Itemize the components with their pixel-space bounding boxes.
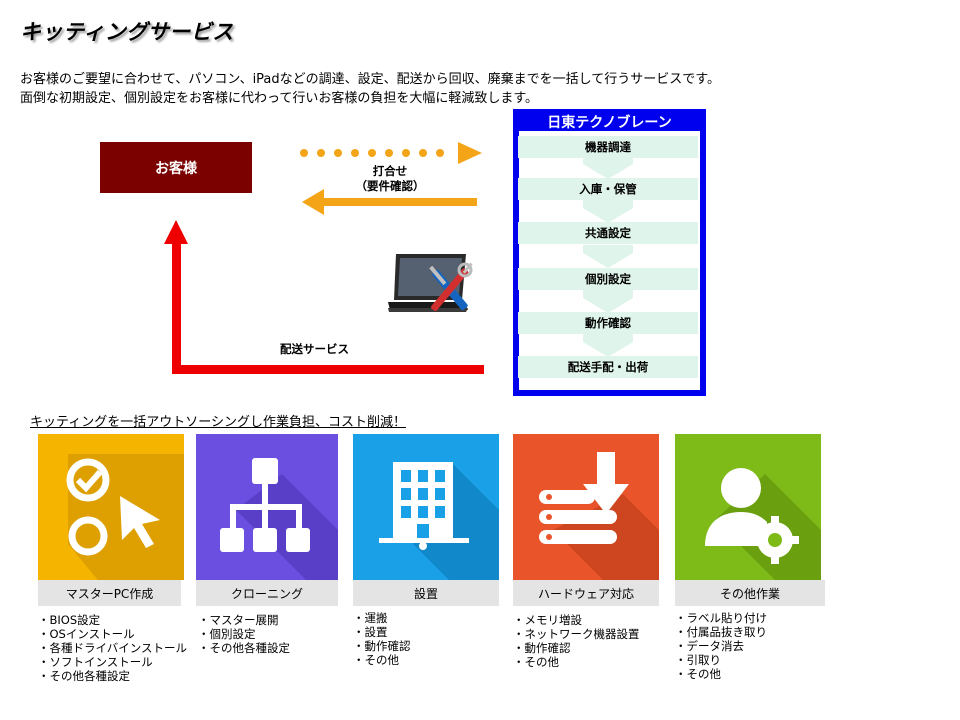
meeting-label: 打合せ: [372, 164, 408, 178]
tile-label: クローニング: [196, 580, 338, 606]
tile-label: マスターPC作成: [38, 580, 181, 606]
customer-label: お客様: [155, 160, 197, 177]
tile-installation: [353, 434, 499, 580]
list-item: ・メモリ増設: [513, 613, 582, 627]
list-item: ・設置: [353, 625, 388, 639]
list-item: ・動作確認: [353, 639, 411, 653]
list-item: ・運搬: [353, 611, 388, 625]
bullets-installation: ・運搬 ・設置 ・動作確認 ・その他: [353, 611, 411, 667]
delivery-arrow: [164, 220, 484, 374]
list-item: ・付属品抜き取り: [675, 625, 767, 639]
user-gear-icon: [675, 434, 821, 580]
tile-label: 設置: [353, 580, 499, 606]
list-item: ・ラベル貼り付け: [675, 611, 767, 625]
service-hardware: ハードウェア対応: [513, 434, 659, 606]
list-item: ・データ消去: [675, 639, 744, 653]
bullets-other: ・ラベル貼り付け ・付属品抜き取り ・データ消去 ・引取り ・その他: [675, 611, 767, 681]
page-title: キッティングサービス: [20, 20, 234, 44]
customer-box: お客様: [100, 142, 252, 193]
list-item: ・その他: [353, 653, 399, 667]
process-step: 配送手配・出荷: [518, 356, 698, 378]
company-name: 日東テクノブレーン: [547, 115, 672, 131]
check-cursor-icon: [38, 434, 184, 580]
tile-master-pc: [38, 434, 184, 580]
list-item: ・動作確認: [513, 641, 571, 655]
service-other: その他作業: [675, 434, 825, 606]
list-item: ・個別設定: [198, 627, 256, 641]
hierarchy-icon: [196, 434, 338, 580]
intro-line-1: お客様のご要望に合わせて、パソコン、iPadなどの調達、設定、配送から回収、廃棄…: [20, 72, 720, 87]
process-step: 機器調達: [518, 136, 698, 158]
process-step: 入庫・保管: [518, 178, 698, 200]
tile-label: ハードウェア対応: [513, 580, 659, 606]
bullets-master-pc: ・BIOS設定 ・OSインストール ・各種ドライバインストール ・ソフトインスト…: [38, 613, 187, 683]
process-step: 動作確認: [518, 312, 698, 334]
list-item: ・その他各種設定: [38, 669, 130, 683]
list-item: ・マスター展開: [198, 613, 279, 627]
laptop-tools-icon: [388, 254, 473, 312]
tile-other: [675, 434, 821, 580]
service-master-pc: マスターPC作成: [38, 434, 184, 606]
list-item: ・引取り: [675, 653, 721, 667]
bullets-cloning: ・マスター展開 ・個別設定 ・その他各種設定: [198, 613, 290, 655]
bullets-hardware: ・メモリ増設 ・ネットワーク機器設置 ・動作確認 ・その他: [513, 613, 640, 669]
delivery-label: 配送サービス: [280, 342, 349, 356]
list-item: ・その他: [675, 667, 721, 681]
list-item: ・その他各種設定: [198, 641, 290, 655]
outsource-headline: キッティングを一括アウトソーシングし作業負担、コスト削減！: [30, 415, 406, 430]
tile-hardware: [513, 434, 659, 580]
list-item: ・OSインストール: [38, 627, 135, 641]
list-item: ・ソフトインストール: [38, 655, 153, 669]
list-item: ・各種ドライバインストール: [38, 641, 188, 655]
building-icon: [353, 434, 499, 580]
service-installation: 設置: [353, 434, 499, 606]
process-step: 共通設定: [518, 222, 698, 244]
tile-cloning: [196, 434, 338, 580]
process-step: 個別設定: [518, 268, 698, 290]
service-cloning: クローニング: [196, 434, 338, 606]
list-item: ・その他: [513, 655, 559, 669]
dotted-arrow-right: [300, 142, 482, 164]
server-download-icon: [513, 434, 659, 580]
intro-line-2: 面倒な初期設定、個別設定をお客様に代わって行いお客様の負担を大幅に軽減致します。: [20, 91, 539, 106]
list-item: ・BIOS設定: [38, 613, 101, 627]
list-item: ・ネットワーク機器設置: [513, 627, 640, 641]
meeting-sub-label: （要件確認）: [355, 179, 425, 193]
solid-arrow-left: [302, 189, 477, 215]
tile-label: その他作業: [675, 580, 825, 606]
